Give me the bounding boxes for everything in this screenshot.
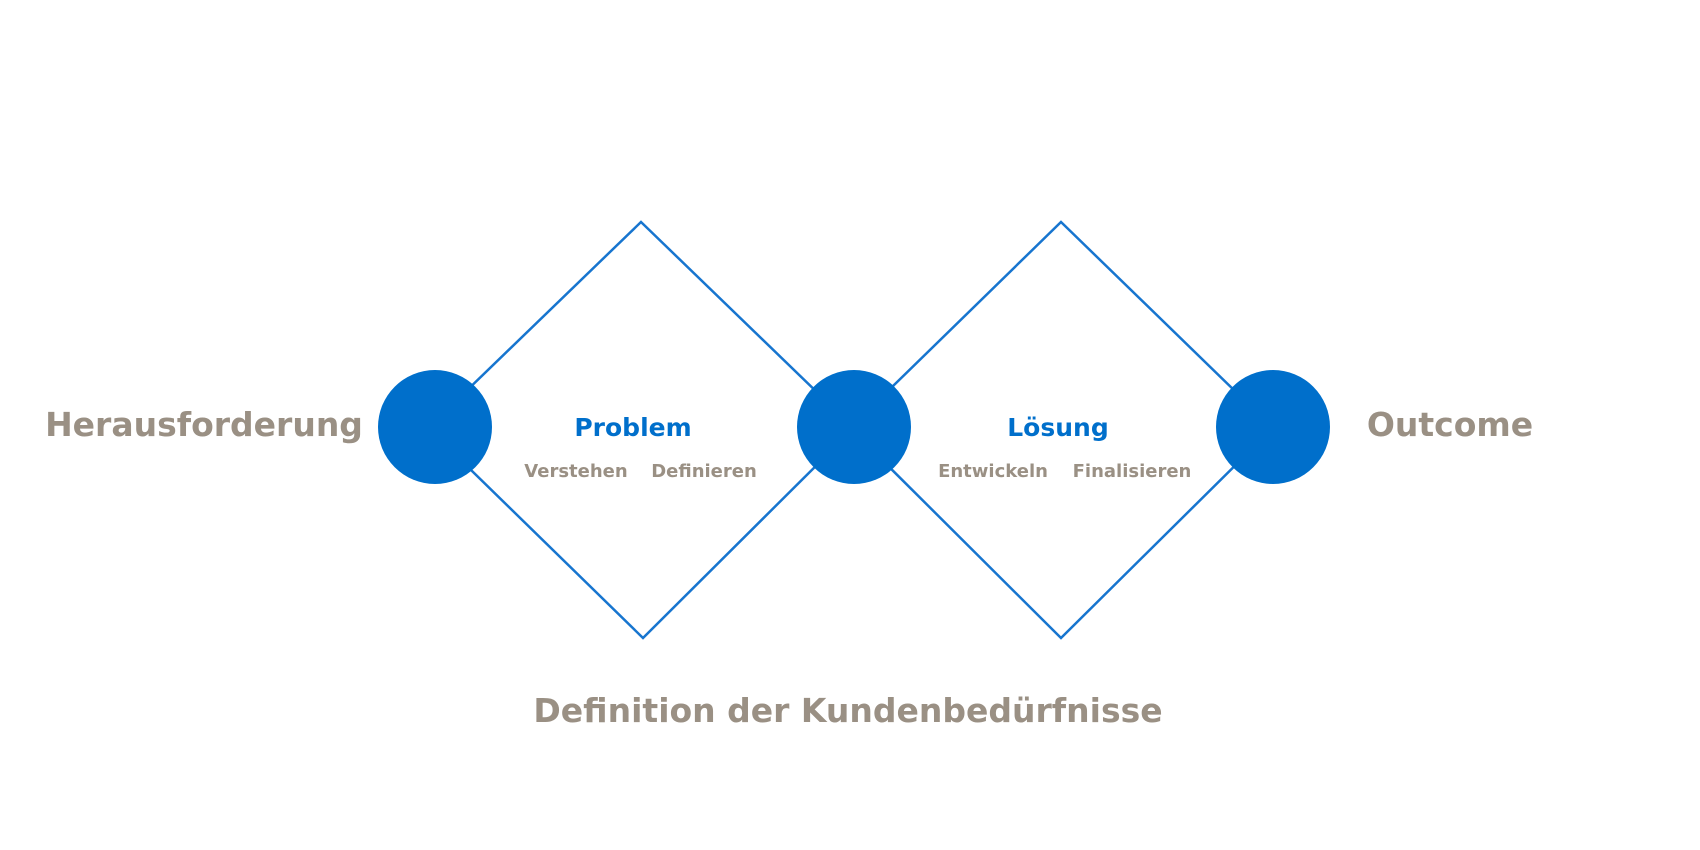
diamond-problem-title: Problem [574, 413, 691, 442]
phase-verstehen: Verstehen [524, 461, 627, 482]
node-end [1216, 370, 1330, 484]
label-bottom: Definition der Kundenbedürfnisse [533, 691, 1162, 730]
phase-definieren: Definieren [651, 461, 757, 482]
node-middle [797, 370, 911, 484]
diamond-solution [848, 220, 1275, 640]
node-start [378, 370, 492, 484]
diamond-solution-title: Lösung [1007, 413, 1108, 442]
label-end: Outcome [1367, 405, 1533, 444]
phase-finalisieren: Finalisieren [1073, 461, 1192, 482]
diamond-problem [426, 220, 856, 640]
phase-entwickeln: Entwickeln [938, 461, 1048, 482]
label-start: Herausforderung [45, 405, 363, 444]
